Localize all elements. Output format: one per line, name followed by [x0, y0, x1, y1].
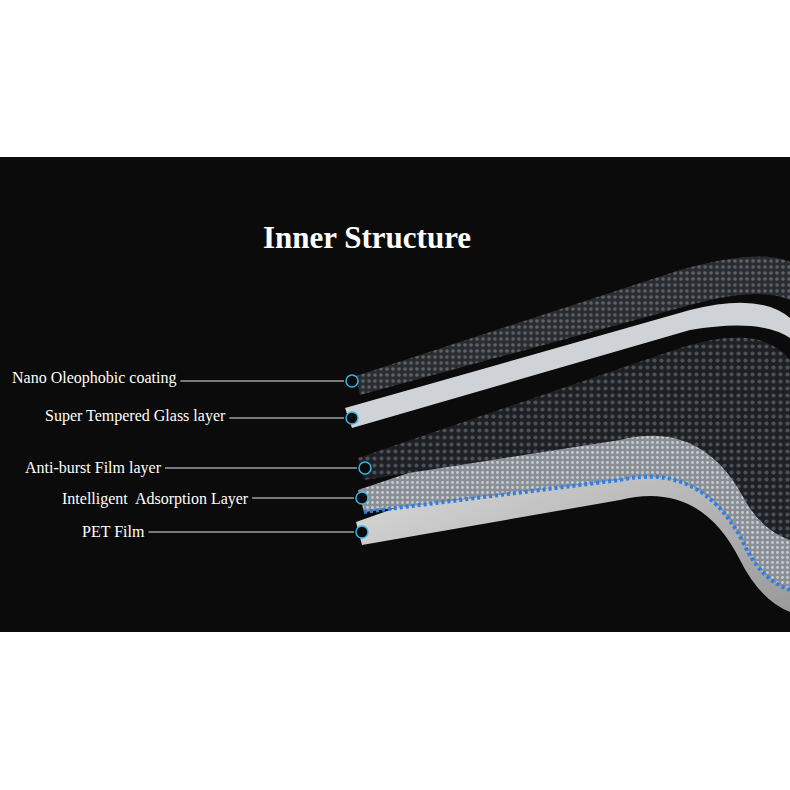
- oleophobic-layer: [356, 257, 790, 395]
- leader-line: [252, 498, 354, 499]
- leader-line: [229, 418, 344, 419]
- leader-line: [180, 381, 344, 382]
- leader-line: [148, 532, 354, 533]
- part-label: Nano Oleophobic coating: [12, 369, 176, 387]
- adsorption-edge: [364, 477, 790, 590]
- leader-line: [165, 468, 357, 469]
- part-label: Super Tempered Glass layer: [45, 407, 225, 425]
- part-label: Anti-burst Film layer: [25, 459, 161, 477]
- part-label: Intelligent Adsorption Layer: [62, 490, 248, 508]
- title: Inner Structure: [263, 220, 471, 256]
- part-label: PET Film: [82, 523, 144, 541]
